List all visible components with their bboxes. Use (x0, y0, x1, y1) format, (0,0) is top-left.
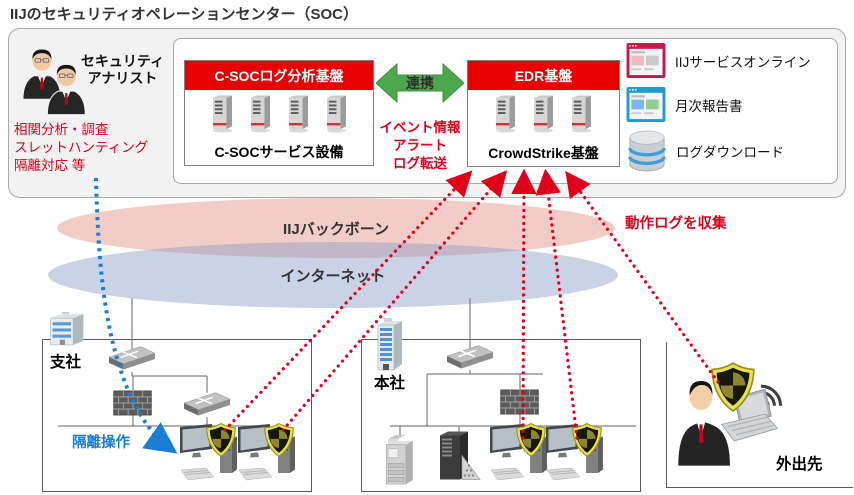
link-arrow: 連携 (376, 57, 464, 109)
csoc-caption: C-SOCサービス設備 (214, 144, 344, 160)
edr-panel: EDR基盤 CrowdStrike基盤 (467, 60, 620, 167)
pc-shield-icon (546, 423, 604, 485)
server-icon (495, 95, 516, 133)
mobile-label: 外出先 (776, 456, 823, 473)
switch-icon (447, 345, 493, 371)
internet-label: インターネット (280, 267, 386, 285)
collect-logs-label: 動作ログを収集 (625, 216, 727, 232)
page-title: IIJのセキュリティオペレーションセンター（SOC） (10, 6, 358, 23)
mobile-area-border (666, 342, 853, 488)
server-tower-icon (436, 429, 482, 488)
csoc-header: C-SOCログ分析基盤 (185, 61, 373, 90)
hq-label: 本社 (374, 375, 406, 392)
analyst-tasks: 相関分析・調査 スレットハンティング 隔離対応 等 (14, 121, 148, 175)
skyscraper-icon (371, 318, 409, 372)
pc-shield-icon (490, 423, 548, 485)
edr-servers (468, 95, 619, 133)
task-line: スレットハンティング (14, 139, 149, 155)
transfer-note: イベント情報 アラート ログ転送 (368, 119, 472, 172)
pc-shield-icon (180, 423, 238, 485)
branch-office-label: 支社 (50, 354, 82, 371)
isolation-label: 隔離操作 (72, 435, 130, 451)
server-icon (533, 95, 554, 133)
browser-blue-icon (626, 87, 666, 122)
edr-header: EDR基盤 (468, 61, 619, 90)
database-icon (627, 129, 667, 173)
browser-red-icon (626, 43, 666, 78)
service-item: IIJサービスオンライン (626, 43, 811, 78)
server-icon (212, 95, 233, 133)
building-icon (44, 312, 90, 349)
transfer-line: ログ転送 (393, 155, 447, 171)
firewall-icon (112, 389, 154, 416)
server-icon (326, 95, 347, 133)
service-item: ログダウンロード (627, 129, 784, 173)
server-icon (571, 95, 592, 133)
service-label: 月次報告書 (675, 98, 743, 114)
service-label: IIJサービスオンライン (675, 54, 811, 70)
transfer-line: アラート (393, 137, 447, 153)
printer-icon (382, 431, 418, 488)
backbone-label: IIJバックボーン (283, 220, 389, 238)
csoc-servers (185, 95, 373, 133)
transfer-line: イベント情報 (379, 120, 461, 135)
service-label: ログダウンロード (676, 145, 784, 160)
analysts-label: セキュリティ アナリスト (80, 53, 165, 86)
switch-icon (184, 392, 230, 418)
pc-shield-icon (238, 423, 296, 485)
internet-ellipse: インターネット (48, 242, 618, 308)
task-line: 相関分析・調査 (14, 122, 109, 137)
firewall-icon (499, 388, 541, 415)
edr-caption: CrowdStrike基盤 (488, 145, 599, 161)
server-icon (250, 95, 271, 133)
task-line: 隔離対応 等 (14, 157, 86, 173)
switch-icon (109, 346, 155, 372)
csoc-panel: C-SOCログ分析基盤 C-SOCサービス設備 (184, 60, 374, 166)
service-item: 月次報告書 (626, 87, 743, 122)
link-label: 連携 (406, 75, 434, 91)
security-analysts-icon (22, 46, 98, 120)
server-icon (288, 95, 309, 133)
